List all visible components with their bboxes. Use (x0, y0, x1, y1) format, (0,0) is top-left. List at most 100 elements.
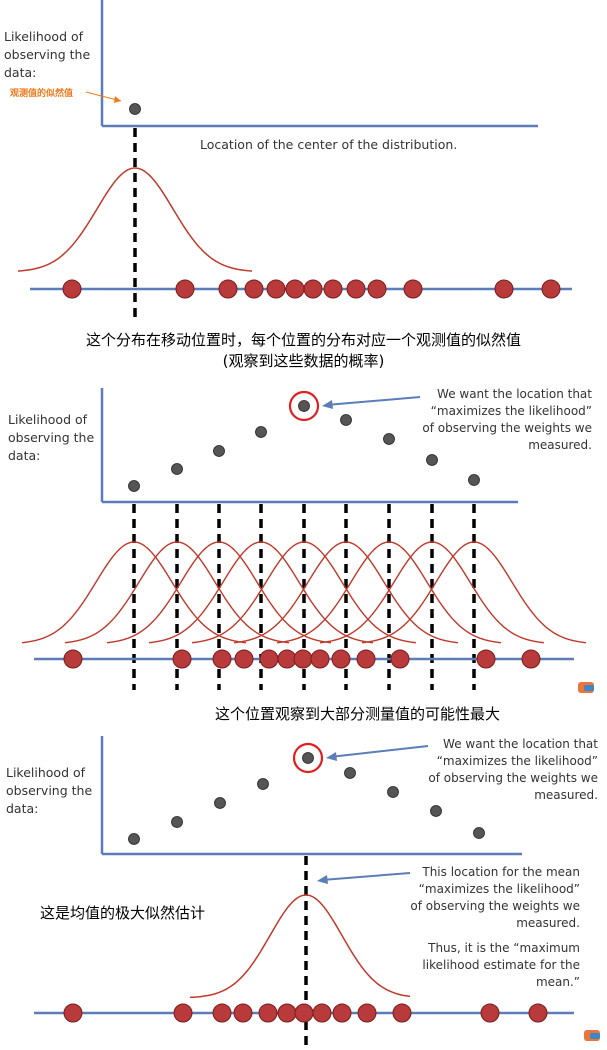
likelihood-point (171, 816, 183, 828)
pointer-arrowhead (322, 400, 333, 409)
data-points (63, 1003, 548, 1023)
normal-curve (106, 541, 332, 644)
likelihood-point (213, 445, 225, 457)
data-point (212, 1003, 232, 1023)
data-point (233, 1003, 253, 1023)
likelihood-point (302, 752, 314, 764)
data-point (310, 649, 330, 669)
data-point (244, 279, 264, 299)
likelihood-point (128, 480, 140, 492)
normal-curve (21, 541, 247, 644)
normal-curve (233, 541, 459, 644)
data-point (332, 1003, 352, 1023)
logo-mark-icon (584, 1030, 600, 1041)
normal-curve (191, 541, 417, 644)
data-points (62, 279, 561, 299)
normal-curves (21, 541, 587, 644)
normal-curve (361, 541, 587, 644)
data-point (175, 279, 195, 299)
panel-maximum-likelihood: Likelihood of observing the data: We wan… (0, 730, 607, 1050)
normal-curve (276, 541, 502, 644)
likelihood-point (128, 833, 140, 845)
data-point (294, 1003, 314, 1023)
mean-location-note: This location for the mean “maximizes th… (410, 865, 580, 930)
y-axis-label: Likelihood of observing the data: (8, 412, 95, 463)
data-point (62, 279, 82, 299)
likelihood-point (257, 778, 269, 790)
mle-conclusion: Thus, it is the “maximum likelihood esti… (422, 941, 580, 989)
normal-curve (17, 167, 253, 272)
likelihood-point (387, 786, 399, 798)
caption-moving-distribution: 这个分布在移动位置时，每个位置的分布对应一个观测值的似然值 (观察到这些数据的概… (0, 330, 607, 372)
normal-curve (189, 894, 411, 999)
likelihood-point (298, 400, 310, 412)
max-likelihood-ring (288, 390, 320, 422)
data-point (331, 649, 351, 669)
data-point (390, 649, 410, 669)
panel-multiple-distributions: Likelihood of observing the data: We wan… (0, 378, 607, 700)
caption1-line1: 这个分布在移动位置时，每个位置的分布对应一个观测值的似然值 (85, 331, 521, 349)
data-point (356, 649, 376, 669)
data-point (357, 1003, 377, 1023)
data-point (266, 279, 286, 299)
data-point (234, 649, 254, 669)
likelihood-points (128, 752, 485, 845)
likelihood-point (468, 474, 480, 486)
likelihood-point (171, 463, 183, 475)
data-point (212, 649, 232, 669)
likelihood-point (340, 414, 352, 426)
data-point (392, 1003, 412, 1023)
likelihood-point (214, 797, 226, 809)
data-point (541, 279, 561, 299)
data-point (218, 279, 238, 299)
likelihood-points (128, 400, 480, 492)
data-points (63, 649, 541, 669)
y-axis-label: Likelihood of observing the data: (4, 29, 91, 80)
data-point (277, 649, 297, 669)
panel-single-distribution: Likelihood of observing the data: 观测值的似然… (0, 0, 607, 320)
mean-pointer-arrowhead (317, 875, 328, 884)
data-point (528, 1003, 548, 1023)
likelihood-point (255, 426, 267, 438)
x-axis-label: Location of the center of the distributi… (200, 137, 458, 152)
data-point (403, 279, 423, 299)
panel1-graphic (17, 0, 572, 318)
data-point (173, 1003, 193, 1023)
likelihood-point (129, 103, 141, 115)
data-point (172, 649, 192, 669)
data-point (303, 279, 323, 299)
data-point (521, 649, 541, 669)
normal-curve (148, 541, 374, 644)
data-point (312, 1003, 332, 1023)
maximize-note: We want the location that “maximizes the… (428, 737, 598, 802)
likelihood-point (430, 805, 442, 817)
data-point (346, 279, 366, 299)
data-point (258, 1003, 278, 1023)
data-point (285, 279, 305, 299)
data-point (277, 1003, 297, 1023)
data-point (293, 649, 313, 669)
data-point (494, 279, 514, 299)
maximize-note: We want the location that “maximizes the… (422, 387, 592, 452)
y-axis-label: Likelihood of observing the data: (6, 765, 93, 816)
panel2-graphic (21, 388, 594, 693)
data-point (63, 649, 83, 669)
likelihood-point (473, 827, 485, 839)
max-likelihood-ring (292, 742, 324, 774)
data-point (323, 279, 343, 299)
mle-chinese-label: 这是均值的极大似然估计 (40, 904, 206, 922)
likelihood-point (344, 767, 356, 779)
data-point (480, 1003, 500, 1023)
panel3-graphic (34, 736, 600, 1048)
normal-curve (319, 541, 545, 644)
mean-pointer-arrow (321, 872, 411, 881)
likelihood-annotation: 观测值的似然值 (10, 89, 74, 99)
logo-mark-icon (578, 682, 594, 693)
pointer-arrow (325, 396, 421, 406)
pointer-arrowhead (326, 752, 337, 761)
annotation-arrowhead (114, 96, 121, 103)
pointer-arrow (329, 745, 429, 758)
normal-curve (64, 541, 290, 644)
caption-most-likely-location: 这个位置观察到大部分测量值的可能性最大 (215, 705, 501, 723)
caption1-line2: (观察到这些数据的概率) (222, 352, 385, 370)
